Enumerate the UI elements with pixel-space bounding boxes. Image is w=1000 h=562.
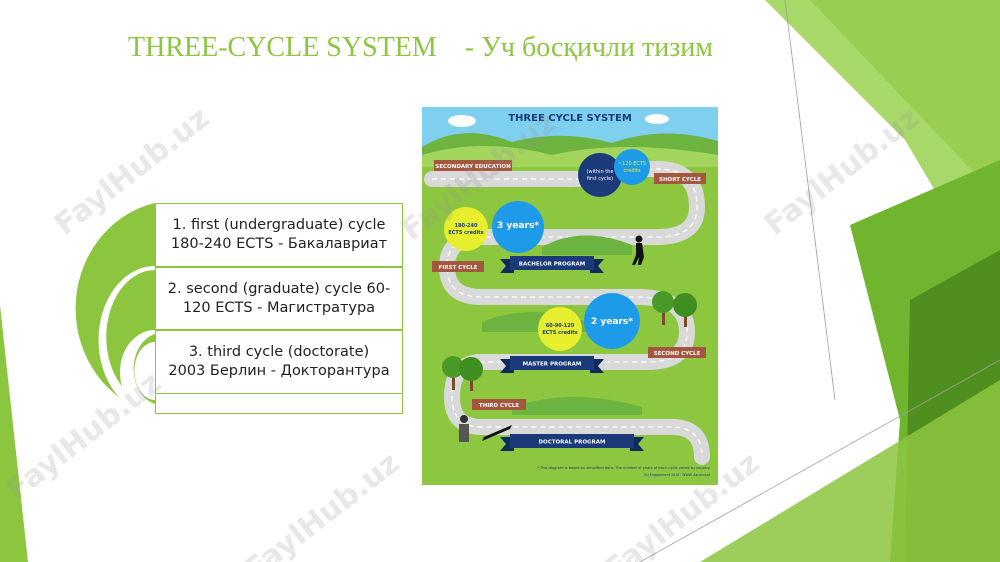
cycle-list-footer [155, 394, 403, 414]
ig-bubble-60-120 [538, 307, 582, 351]
ig-ribbon-doctoral-band [510, 434, 634, 448]
ig-person-head [635, 235, 643, 243]
ig-graduate-shadow [482, 425, 512, 441]
ig-graduate-head [460, 415, 468, 423]
ig-bubble-120-ects [614, 149, 650, 185]
ig-cloud-2 [645, 114, 669, 124]
cycle-third-line1: 3. third cycle (doctorate) [188, 344, 370, 360]
bg-line-2 [784, 0, 836, 401]
infographic-canvas: THREE CYCLE SYSTEM SECONDARY EDUCATION S… [422, 107, 718, 485]
three-cycle-infographic: THREE CYCLE SYSTEM SECONDARY EDUCATION S… [422, 107, 718, 485]
ig-tree-trunk-3 [452, 372, 455, 390]
ig-tree-trunk-1 [662, 307, 665, 325]
ig-title: THREE CYCLE SYSTEM [508, 113, 632, 124]
ig-trees-left [442, 356, 483, 391]
cycle-item-third-text: 3. third cycle (doctorate) 2003 Берлин -… [168, 343, 389, 381]
cycle-first-line1: 1. first (undergraduate) cycle [172, 217, 386, 233]
ig-sign-second-cycle [648, 347, 706, 358]
page-title: THREE-CYCLE SYSTEM - Уч босқичли тизим [128, 32, 828, 64]
ig-master-program: MASTER PROGRAM [523, 362, 582, 368]
cycle-item-third: 3. third cycle (doctorate) 2003 Берлин -… [155, 330, 403, 394]
ig-bubble-2-years [584, 293, 640, 349]
ig-sign-secondary-text: SECONDARY EDUCATION [435, 164, 511, 170]
cycle-item-first: 1. first (undergraduate) cycle 180-240 E… [155, 203, 403, 267]
arc-core [134, 342, 155, 400]
ig-ribbon-bachelor-band [510, 256, 594, 270]
ig-60-120-line1: 60-90-120 [546, 323, 575, 329]
ig-3-years: 3 years* [497, 221, 539, 231]
ig-doctoral-program: DOCTORAL PROGRAM [538, 440, 605, 446]
cycle-third-line2: 2003 Берлин - Докторантура [168, 363, 390, 379]
ig-graduate-person [459, 415, 512, 442]
ig-cloud-1 [448, 115, 476, 127]
ig-sign-third-cycle [472, 399, 526, 410]
ig-tree-trunk-2 [684, 311, 687, 327]
ig-60-120-line2: ECTS credits [542, 330, 577, 336]
cycle-arcs [75, 203, 155, 414]
ig-tree-crown-2 [673, 293, 697, 317]
bg-shape-bottom-right [700, 380, 1000, 562]
ig-sign-second-cycle-text: SECOND CYCLE [654, 351, 701, 357]
ig-credit: EU Engagement 2016 · WWW. Azconcept [644, 473, 710, 477]
ig-bubble-3-years [492, 201, 544, 253]
cycle-item-second: 2. second (graduate) cycle 60- 120 ECTS … [155, 267, 403, 330]
ig-within-first-line1: (within the [587, 169, 614, 175]
ig-hill-loop1 [542, 235, 632, 255]
ig-within-first-line2: first cycle) [587, 176, 613, 182]
ig-graduate-body [459, 424, 469, 442]
ig-bubble-within-first [578, 153, 622, 197]
ig-sign-third-cycle-text: THIRD CYCLE [479, 403, 519, 409]
ig-bachelor-program: BACHELOR PROGRAM [519, 262, 585, 268]
ig-120-ects-line2: credits [624, 168, 641, 174]
bg-shape-left [0, 305, 28, 562]
ig-ribbon-bachelor: BACHELOR PROGRAM [500, 256, 604, 273]
ig-trees-right [652, 291, 697, 327]
cycle-second-line1: 2. second (graduate) cycle 60- [167, 280, 391, 297]
ig-180-240-line2: ECTS credits [448, 230, 483, 236]
ig-ribbon-master-band [510, 356, 594, 370]
ig-walking-person [632, 235, 644, 265]
title-uzbek: - Уч босқичли тизим [464, 32, 713, 63]
title-english: THREE-CYCLE SYSTEM [128, 32, 437, 63]
ig-hill-loop3 [512, 397, 642, 415]
ig-tree-trunk-4 [470, 375, 473, 391]
bg-shape-top-right-overlay [810, 0, 1000, 200]
ig-120-ects-line1: ~120 ECTS [618, 161, 646, 167]
ig-tree-crown-1 [652, 291, 674, 313]
ig-sign-first-cycle [432, 261, 484, 272]
ig-ribbon-master: MASTER PROGRAM [500, 356, 604, 373]
ig-sign-secondary [434, 160, 512, 171]
bg-line-1 [639, 359, 1000, 562]
ig-tree-crown-4 [459, 357, 483, 381]
ig-2-years: 2 years* [591, 317, 633, 327]
cycle-first-line2: 180-240 ECTS - Бакалавриат [170, 236, 388, 252]
ig-bubble-180-240 [444, 207, 488, 251]
ig-footnote: * This diagram is based on simplified da… [537, 466, 711, 470]
cycle-item-first-text: 1. first (undergraduate) cycle 180-240 E… [171, 216, 387, 254]
cycle-second-line2: 120 ECTS - Магистратура [182, 299, 376, 316]
ig-sign-short-cycle [654, 173, 706, 184]
ig-tree-crown-3 [442, 356, 464, 378]
ig-person-body [632, 243, 644, 265]
cycle-item-second-text: 2. second (graduate) cycle 60- 120 ECTS … [168, 280, 390, 318]
ig-180-240-line1: 180-240 [455, 223, 478, 229]
ig-sign-short-cycle-text: SHORT CYCLE [659, 177, 701, 183]
ig-sign-first-cycle-text: FIRST CYCLE [439, 265, 478, 271]
ig-ribbon-doctoral: DOCTORAL PROGRAM [500, 434, 644, 451]
